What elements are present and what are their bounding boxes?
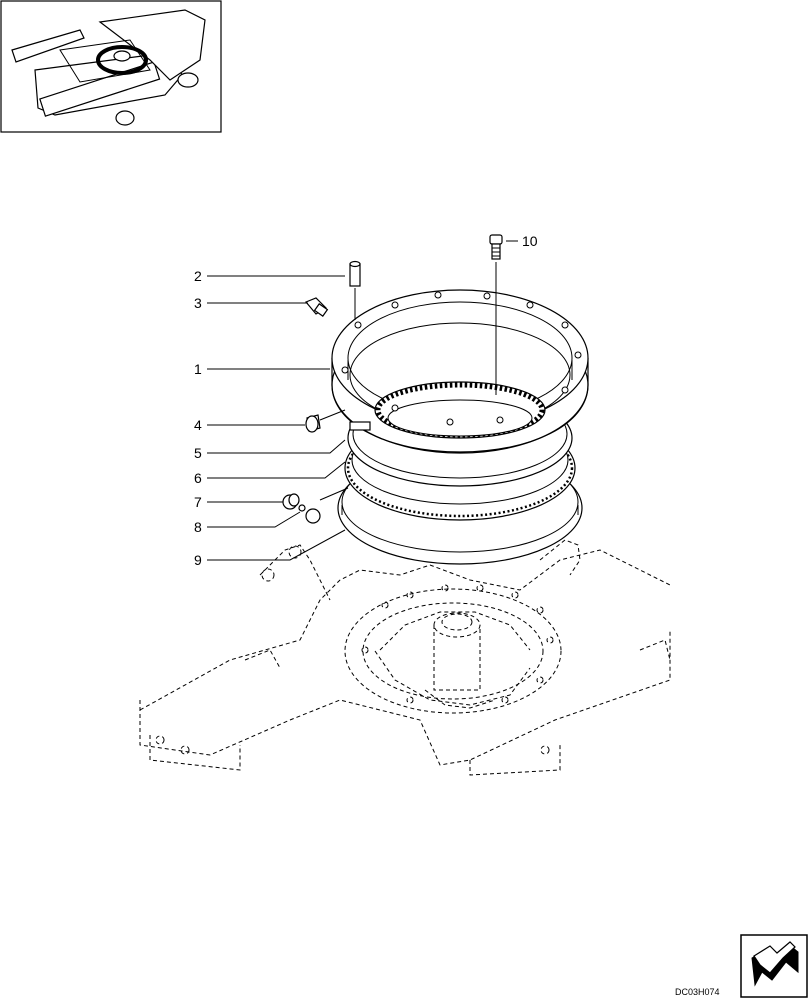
callout-8: 8 bbox=[194, 519, 202, 535]
part-10-bolt bbox=[489, 234, 503, 260]
excavator-locator-icon bbox=[11, 9, 206, 126]
part-7-bushing bbox=[282, 493, 300, 510]
part-8-plug bbox=[298, 504, 321, 524]
locator-inset bbox=[0, 0, 222, 133]
next-page-arrow-icon[interactable] bbox=[740, 934, 808, 998]
callout-7: 7 bbox=[194, 494, 202, 510]
part-3-grease-fitting bbox=[305, 297, 329, 317]
frame-outline bbox=[139, 539, 671, 776]
callout-5: 5 bbox=[194, 445, 202, 461]
callout-2: 2 bbox=[194, 268, 202, 284]
part-2-pin bbox=[349, 260, 361, 287]
callout-3: 3 bbox=[194, 295, 202, 311]
callout-labels: 1 2 3 4 5 6 7 8 9 10 bbox=[194, 233, 538, 568]
leader-lines bbox=[207, 240, 518, 561]
callout-9: 9 bbox=[194, 552, 202, 568]
callout-4: 4 bbox=[194, 417, 202, 433]
part-1-swing-bearing bbox=[331, 289, 589, 454]
callout-10: 10 bbox=[522, 233, 538, 249]
drawing-code: DC03H074 bbox=[675, 987, 720, 997]
part-4-plug bbox=[305, 414, 321, 433]
callout-6: 6 bbox=[194, 470, 202, 486]
callout-1: 1 bbox=[194, 361, 202, 377]
